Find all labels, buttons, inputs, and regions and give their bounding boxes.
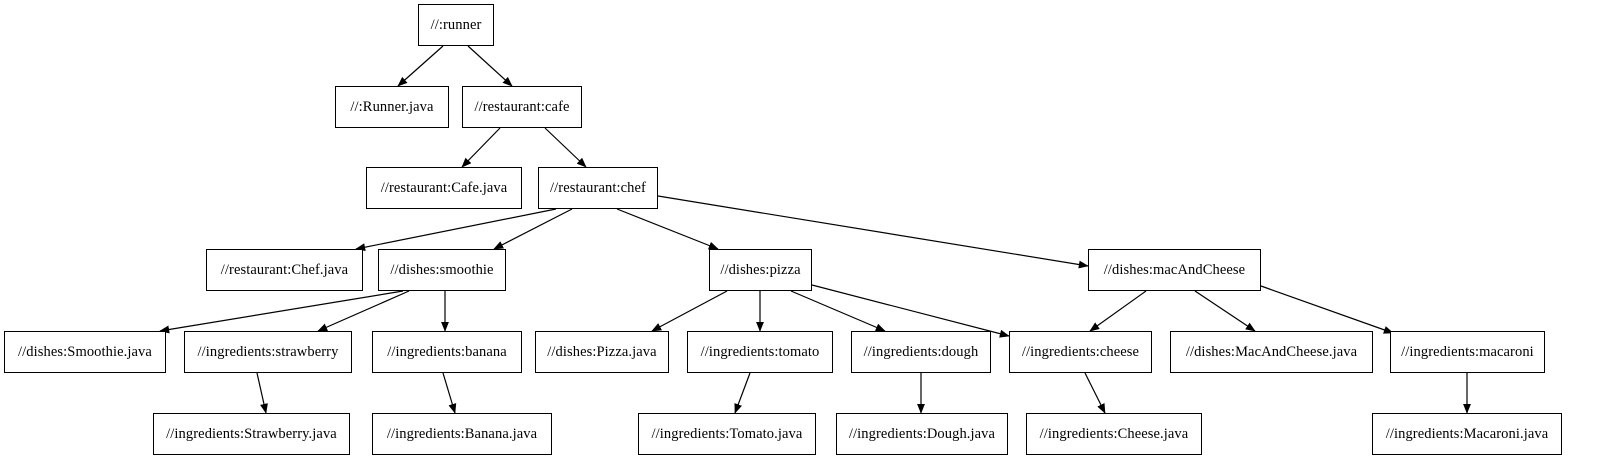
graph-node-pizza_java[interactable]: //dishes:Pizza.java [535,331,669,373]
graph-edge-restaurant_chef-to-dishes_smoothie [493,208,573,250]
graph-node-ing_tomato[interactable]: //ingredients:tomato [687,331,833,373]
graph-node-runner_java[interactable]: //:Runner.java [335,86,449,128]
graph-node-tomato_java[interactable]: //ingredients:Tomato.java [638,413,816,455]
graph-node-label: //:runner [430,16,482,33]
graph-node-label: //dishes:MacAndCheese.java [1185,343,1358,360]
graph-node-label: //:Runner.java [350,98,434,115]
graph-node-ing_banana[interactable]: //ingredients:banana [372,331,522,373]
graph-node-smoothie_java[interactable]: //dishes:Smoothie.java [4,331,166,373]
graph-node-restaurant_chef[interactable]: //restaurant:chef [538,167,658,209]
graph-node-dishes_smoothie[interactable]: //dishes:smoothie [378,249,506,291]
graph-node-label: //dishes:macAndCheese [1103,261,1246,278]
graph-node-ing_strawberry[interactable]: //ingredients:strawberry [184,331,352,373]
graph-node-label: //restaurant:Chef.java [220,261,349,278]
graph-edge-dishes_pizza-to-pizza_java [651,290,728,332]
graph-node-label: //dishes:Smoothie.java [18,343,152,360]
graph-edge-restaurant_chef-to-chef_java [355,208,557,252]
graph-edge-ing_cheese-to-cheese_java [1084,372,1106,414]
graph-node-label: //dishes:Pizza.java [547,343,657,360]
graph-node-macaroni_java[interactable]: //ingredients:Macaroni.java [1372,413,1562,455]
graph-node-label: //restaurant:Cafe.java [380,179,508,196]
graph-node-ing_cheese[interactable]: //ingredients:cheese [1009,331,1152,373]
graph-edge-dishes_pizza-to-ing_dough [790,290,886,332]
graph-node-label: //ingredients:dough [863,343,979,360]
graph-node-strawberry_java[interactable]: //ingredients:Strawberry.java [153,413,350,455]
graph-node-label: //ingredients:Strawberry.java [166,425,337,442]
graph-node-dishes_macandchs[interactable]: //dishes:macAndCheese [1088,249,1261,291]
graph-edge-dishes_macandchs-to-macandcheese_java [1194,290,1256,332]
graph-node-label: //restaurant:cafe [474,98,570,115]
graph-node-label: //ingredients:Tomato.java [651,425,803,442]
graph-node-label: //ingredients:Macaroni.java [1385,425,1549,442]
graph-edge-restaurant_cafe-to-restaurant_chef [544,127,587,168]
graph-node-label: //ingredients:Dough.java [848,425,996,442]
graph-edge-ing_tomato-to-tomato_java [734,372,751,414]
graph-edge-dishes_pizza-to-ing_cheese [811,284,1010,338]
graph-node-ing_macaroni[interactable]: //ingredients:macaroni [1390,331,1545,373]
graph-node-banana_java[interactable]: //ingredients:Banana.java [372,413,552,455]
graph-node-macandcheese_java[interactable]: //dishes:MacAndCheese.java [1170,331,1373,373]
graph-node-label: //ingredients:cheese [1021,343,1140,360]
graph-node-label: //dishes:smoothie [390,261,494,278]
graph-node-restaurant_cafe[interactable]: //restaurant:cafe [462,86,582,128]
graph-node-dough_java[interactable]: //ingredients:Dough.java [836,413,1008,455]
graph-edge-dishes_macandchs-to-ing_cheese [1089,290,1147,332]
graph-node-label: //ingredients:Cheese.java [1039,425,1189,442]
graph-node-runner[interactable]: //:runner [418,4,494,46]
graph-node-label: //ingredients:banana [387,343,507,360]
graph-edge-ing_strawberry-to-strawberry_java [256,372,268,414]
graph-edge-dishes_smoothie-to-smoothie_java [159,290,404,334]
graph-edge-restaurant_chef-to-dishes_pizza [616,208,719,250]
graph-node-label: //restaurant:chef [550,179,646,196]
graph-edge-runner-to-restaurant_cafe [467,45,513,87]
graph-node-cheese_java[interactable]: //ingredients:Cheese.java [1026,413,1202,455]
graph-node-chef_java[interactable]: //restaurant:Chef.java [206,249,363,291]
graph-edge-runner-to-runner_java [397,45,444,87]
graph-node-label: //ingredients:Banana.java [386,425,538,442]
graph-node-label: //ingredients:macaroni [1401,343,1534,360]
graph-node-label: //ingredients:tomato [700,343,820,360]
graph-node-cafe_java[interactable]: //restaurant:Cafe.java [366,167,522,209]
graph-edge-restaurant_cafe-to-cafe_java [461,127,501,168]
graph-node-dishes_pizza[interactable]: //dishes:pizza [709,249,812,291]
graph-node-label: //dishes:pizza [720,261,801,278]
graph-node-ing_dough[interactable]: //ingredients:dough [851,331,991,373]
graph-node-label: //ingredients:strawberry [197,343,339,360]
graph-edge-ing_banana-to-banana_java [442,372,457,414]
graph-edge-dishes_macandchs-to-ing_macaroni [1260,285,1394,334]
graph-edge-dishes_smoothie-to-ing_strawberry [317,290,410,332]
